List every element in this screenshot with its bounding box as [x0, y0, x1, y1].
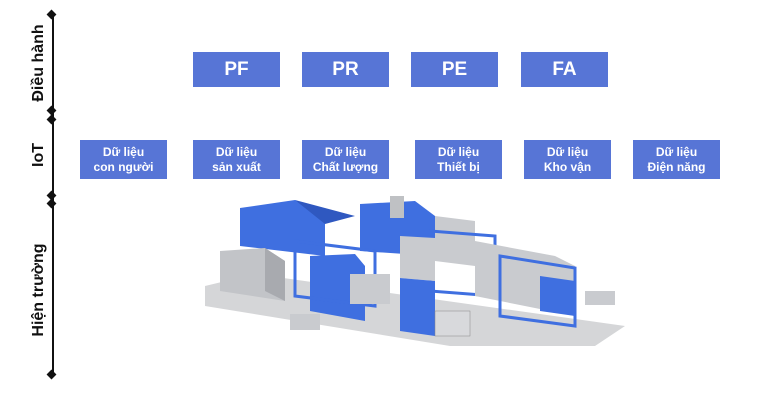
axis-marker	[46, 9, 57, 20]
operation-box-pe: PE	[411, 52, 498, 87]
iot-box-line1: Dữ liệu	[546, 144, 589, 159]
iot-box-line1: Dữ liệu	[437, 144, 480, 159]
axis-marker	[46, 369, 57, 380]
iot-box-line2: Thiết bị	[437, 159, 480, 174]
operation-box-pf: PF	[193, 52, 280, 87]
iot-box-line2: con người	[93, 159, 154, 174]
iot-box-line1: Dữ liệu	[655, 144, 698, 159]
layer-label-iot: IoT	[30, 143, 47, 167]
iot-box-line2: Chất lượng	[312, 159, 379, 174]
layer-label-hien-truong: Hiện trường	[30, 243, 47, 337]
factory-floor-illustration	[205, 196, 625, 346]
axis-marker	[46, 198, 57, 209]
iot-box-line2: sản xuất	[212, 159, 261, 174]
iot-box-line1: Dữ liệu	[324, 144, 367, 159]
layer-label-dieu-hanh: Điều hành	[30, 24, 47, 102]
operation-box-pr: PR	[302, 52, 389, 87]
operation-box-fa: FA	[521, 52, 608, 87]
iot-box-line1: Dữ liệu	[102, 144, 145, 159]
axis-marker	[46, 114, 57, 125]
iot-box-line1: Dữ liệu	[215, 144, 258, 159]
iot-box-line2: Kho vận	[543, 159, 592, 174]
iot-box-line2: Điện năng	[647, 159, 706, 174]
